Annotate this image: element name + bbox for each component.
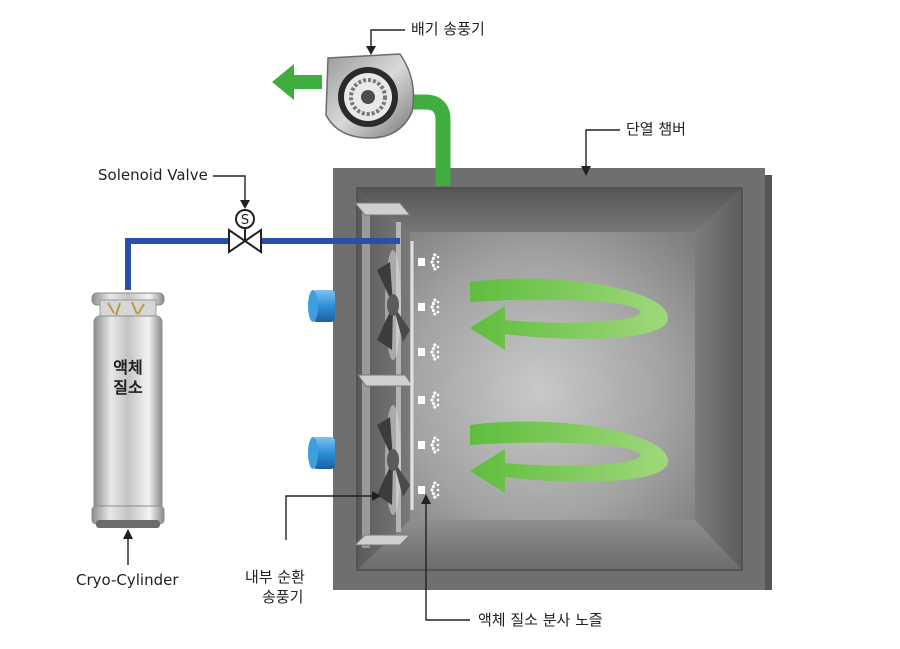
leader-spray-nozzle <box>425 500 470 621</box>
exhaust-outflow-arrow <box>272 64 322 100</box>
solenoid-valve: S <box>228 209 262 254</box>
ln2-supply-pipe <box>125 238 400 290</box>
leader-exhaust-blower <box>370 29 405 50</box>
fan-upper <box>377 250 410 360</box>
exhaust-duct <box>405 94 451 186</box>
valve-solenoid-symbol <box>235 209 255 229</box>
leader-insulated-chamber <box>585 129 620 170</box>
callout-lines <box>123 29 620 621</box>
label-insulated-chamber: 단열 챔버 <box>626 120 686 138</box>
port-upper <box>308 290 335 322</box>
label-cryo-cylinder: Cryo-Cylinder <box>76 571 179 589</box>
spray-nozzle-icon <box>418 436 440 454</box>
label-exhaust-blower: 배기 송풍기 <box>411 20 485 38</box>
spray-nozzle-icon <box>418 391 440 409</box>
label-internal-fan-line1: 내부 순환 <box>245 568 305 586</box>
valve-symbol-letter: S <box>241 213 249 228</box>
port-lower <box>308 437 335 469</box>
chamber-top-wall <box>357 188 742 232</box>
valve-body-right <box>243 228 262 254</box>
chamber-bottom-wall <box>357 520 742 570</box>
internal-fan-assembly <box>353 202 414 548</box>
fan-rack-bottom-bracket <box>353 534 412 546</box>
cylinder-valve-assembly <box>99 299 157 319</box>
cylinder-body <box>93 315 163 512</box>
spray-nozzles <box>410 241 440 510</box>
circulation-arrow-upper <box>470 278 668 350</box>
chamber-right-wall <box>695 188 742 570</box>
label-solenoid-valve: Solenoid Valve <box>98 166 208 184</box>
label-cylinder-line1: 액체 <box>113 358 143 377</box>
chamber-inner-frame <box>356 187 743 571</box>
spray-nozzle-icon <box>418 298 440 316</box>
exhaust-blower <box>272 53 451 186</box>
spray-nozzle-icon <box>418 481 440 499</box>
fan-rack-top-bracket <box>353 202 412 216</box>
label-cylinder-line2: 질소 <box>113 378 143 397</box>
spray-nozzle-icon <box>418 343 440 361</box>
label-spray-nozzle: 액체 질소 분사 노즐 <box>478 611 603 629</box>
cryo-cylinder <box>91 292 165 528</box>
fan-lower <box>377 405 410 515</box>
valve-body-left <box>228 228 247 254</box>
leader-solenoid-valve <box>213 175 246 205</box>
leader-internal-fan <box>285 495 377 540</box>
label-internal-fan-line2: 송풍기 <box>262 588 304 606</box>
fan-rack-mid-bracket <box>357 374 414 387</box>
side-ports <box>308 290 335 469</box>
spray-nozzle-icon <box>418 253 440 271</box>
circulation-arrow-lower <box>470 421 668 493</box>
